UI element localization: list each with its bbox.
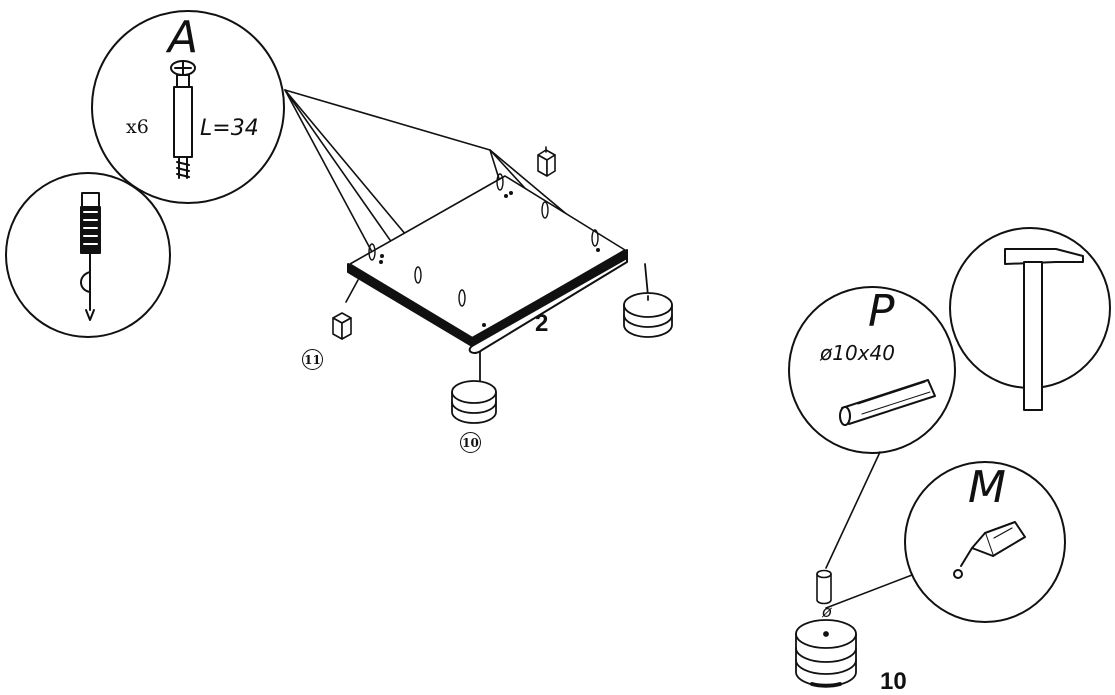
dowel-callout <box>788 286 956 454</box>
callout-letter-a: A <box>168 12 199 63</box>
foot-part-number: 11 <box>302 349 323 370</box>
round-foot-right <box>623 263 673 338</box>
callout-letter-p: P <box>868 286 895 337</box>
bolt-length: L=34 <box>200 116 259 141</box>
round-foot-bottom <box>451 351 497 424</box>
dowel-size: ø10x40 <box>820 341 895 365</box>
glue-callout <box>904 461 1066 623</box>
base-part-label: 10 <box>880 668 907 695</box>
base-part <box>795 619 857 688</box>
dowel-icon <box>839 379 936 426</box>
screwdriver-callout <box>5 172 171 338</box>
panel-label: 2 <box>535 310 549 337</box>
dowel-insert <box>816 569 832 605</box>
callout-letter-m: M <box>968 462 1006 513</box>
glue-bottle-icon <box>953 521 1026 579</box>
foot-cube-left <box>332 279 359 340</box>
hammer-callout <box>949 227 1111 411</box>
panel-assembly <box>347 173 628 354</box>
hammer-icon <box>1004 248 1084 411</box>
cam-bolt-callout <box>91 10 285 204</box>
foot-detail-number: 10 <box>460 432 481 453</box>
foot-cube-top <box>537 146 556 177</box>
hole-mark: ø <box>822 602 832 621</box>
screwdriver-icon <box>80 192 101 321</box>
bolt-quantity: x6 <box>126 116 149 138</box>
cam-bolt-icon <box>170 60 196 179</box>
